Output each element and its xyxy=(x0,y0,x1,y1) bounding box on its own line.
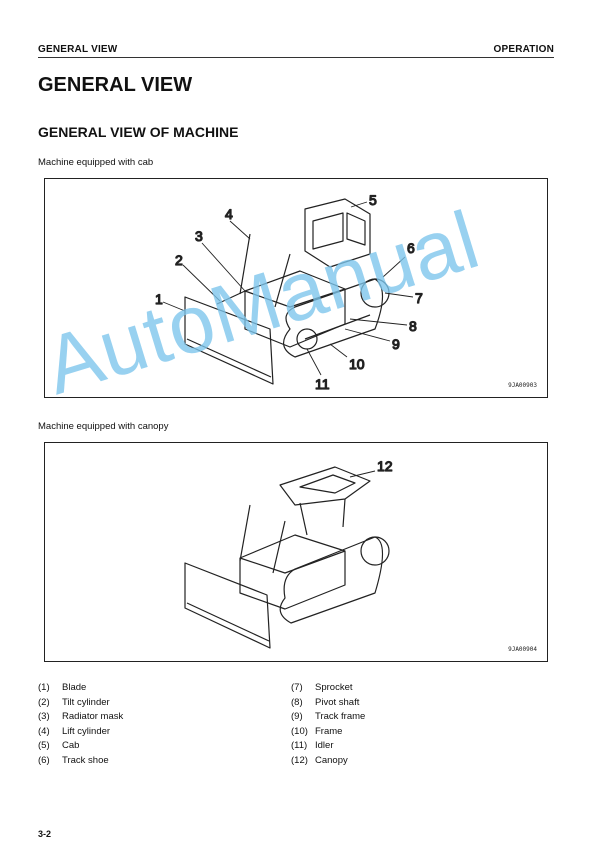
legend-item: (1)Blade xyxy=(38,682,87,693)
figure-machine-with-canopy: 12 9JA00904 xyxy=(44,442,548,662)
callout-1: 1 xyxy=(155,291,163,307)
legend-item: (3)Radiator mask xyxy=(38,711,124,722)
legend-column-right: (7)Sprocket (8)Pivot shaft (9)Track fram… xyxy=(291,681,365,768)
blade-shape xyxy=(184,562,271,649)
figure-machine-with-cab: 1 2 3 4 5 6 7 8 9 10 11 9JA00903 xyxy=(44,178,548,398)
bulldozer-cab-illustration: 1 2 3 4 5 6 7 8 9 10 11 xyxy=(154,191,423,392)
callout-3: 3 xyxy=(195,228,203,244)
canopy-inner xyxy=(299,474,356,494)
lift-cylinder-left xyxy=(239,233,251,295)
legend-item: (6)Track shoe xyxy=(38,754,109,766)
legend-item: (7)Sprocket xyxy=(291,682,353,693)
page-number: 3-2 xyxy=(38,829,52,839)
blade-edge xyxy=(186,338,272,378)
legend-item: (4)Lift cylinder xyxy=(38,725,111,737)
callout-10: 10 xyxy=(349,356,365,372)
legend-item: (5)Cab xyxy=(38,740,80,751)
canopy-posts xyxy=(299,498,346,536)
legend-item: (11)Idler xyxy=(291,740,334,751)
legend-item: (9)Track frame xyxy=(291,711,366,722)
legend-column-left: (1)Blade (2)Tilt cylinder (3)Radiator ma… xyxy=(38,681,123,768)
track-outline xyxy=(279,536,384,624)
legend-item: (8)Pivot shaft xyxy=(291,696,360,708)
callout-6: 6 xyxy=(407,240,415,256)
sprocket-shape xyxy=(360,278,390,308)
tilt-cylinder xyxy=(216,290,246,305)
figure-caption-cab: Machine equipped with cab xyxy=(38,157,154,168)
engine-hood xyxy=(244,270,346,348)
legend-item: (10)Frame xyxy=(291,725,343,737)
hood-edge xyxy=(244,288,346,308)
legend-item: (2)Tilt cylinder xyxy=(38,696,110,708)
figure-caption-canopy: Machine equipped with canopy xyxy=(38,421,169,432)
page-title: GENERAL VIEW xyxy=(38,74,193,96)
callout-5: 5 xyxy=(369,192,377,208)
figure-id: 9JA00904 xyxy=(508,646,537,653)
callout-11: 11 xyxy=(315,376,330,392)
lift-cylinders xyxy=(239,504,286,574)
hood-edge xyxy=(239,550,346,574)
bulldozer-canopy-illustration: 12 xyxy=(184,457,393,649)
running-header-section: GENERAL VIEW xyxy=(38,44,118,55)
header-divider xyxy=(38,57,554,58)
cab-window xyxy=(312,212,344,250)
callout-8: 8 xyxy=(409,318,417,334)
cab-side-window xyxy=(346,212,366,246)
figure-id: 9JA00903 xyxy=(508,382,537,389)
blade-edge xyxy=(186,602,270,642)
legend-item: (12)Canopy xyxy=(291,754,348,766)
cab-shape xyxy=(304,198,371,268)
canopy-shape xyxy=(279,466,371,506)
section-subtitle: GENERAL VIEW OF MACHINE xyxy=(38,124,239,140)
blade-shape xyxy=(184,296,274,385)
running-header-chapter: OPERATION xyxy=(493,44,554,55)
sprocket-shape xyxy=(360,536,390,566)
callout-4: 4 xyxy=(225,206,233,222)
track-outline xyxy=(283,278,384,358)
callout-12: 12 xyxy=(377,458,393,474)
callout-2: 2 xyxy=(175,252,183,268)
callout-7: 7 xyxy=(415,290,423,306)
engine-hood xyxy=(239,534,346,610)
callout-9: 9 xyxy=(392,336,400,352)
lift-cylinder-right xyxy=(274,253,291,308)
